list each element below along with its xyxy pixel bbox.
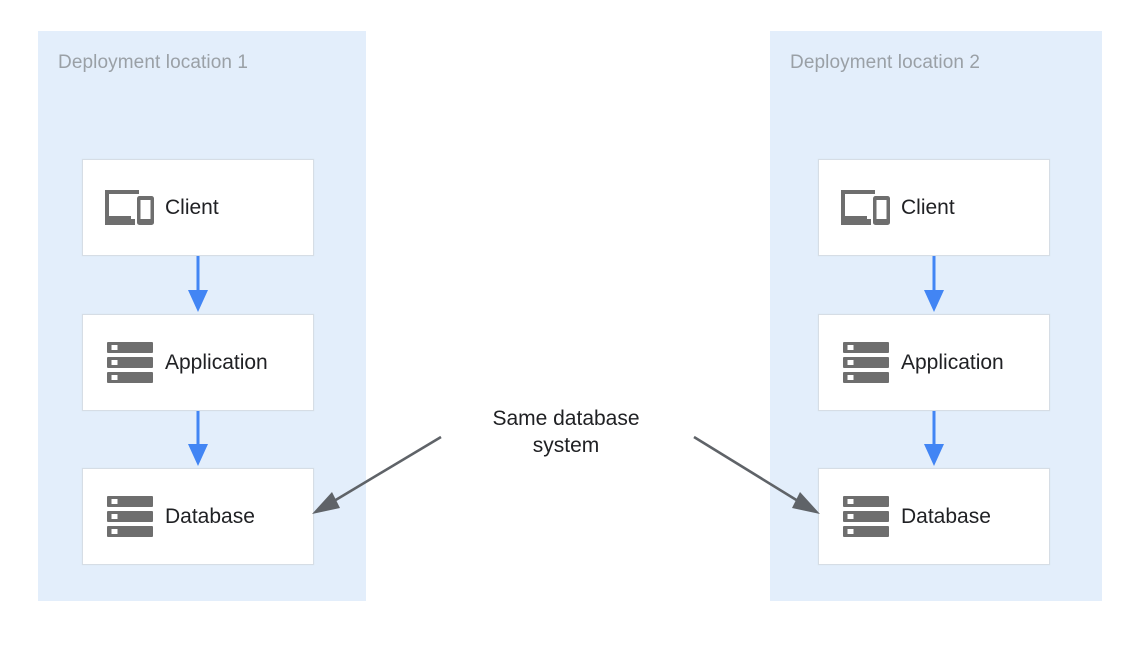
node-label-client-zone-1: Client — [165, 195, 219, 219]
zone-2-title: Deployment location 2 — [790, 52, 981, 73]
node-label-database-zone-2: Database — [901, 504, 991, 528]
callout-line-1: Same database — [492, 407, 640, 430]
node-label-client-zone-2: Client — [901, 195, 955, 219]
zone-1-title: Deployment location 1 — [58, 52, 249, 73]
node-label-database-zone-1: Database — [165, 504, 255, 528]
devices-icon — [97, 175, 163, 241]
server-icon — [833, 484, 899, 550]
server-icon — [833, 330, 899, 396]
node-application-zone-1[interactable]: Application — [82, 314, 314, 411]
node-label-application-zone-2: Application — [901, 350, 1004, 374]
devices-icon — [833, 175, 899, 241]
node-client-zone-2[interactable]: Client — [818, 159, 1050, 256]
server-icon — [97, 484, 163, 550]
node-client-zone-1[interactable]: Client — [82, 159, 314, 256]
node-application-zone-2[interactable]: Application — [818, 314, 1050, 411]
callout-line-2: system — [532, 434, 600, 457]
callout-same-database-system: Same database system — [466, 405, 666, 459]
node-database-zone-2[interactable]: Database — [818, 468, 1050, 565]
server-icon — [97, 330, 163, 396]
node-label-application-zone-1: Application — [165, 350, 268, 374]
node-database-zone-1[interactable]: Database — [82, 468, 314, 565]
